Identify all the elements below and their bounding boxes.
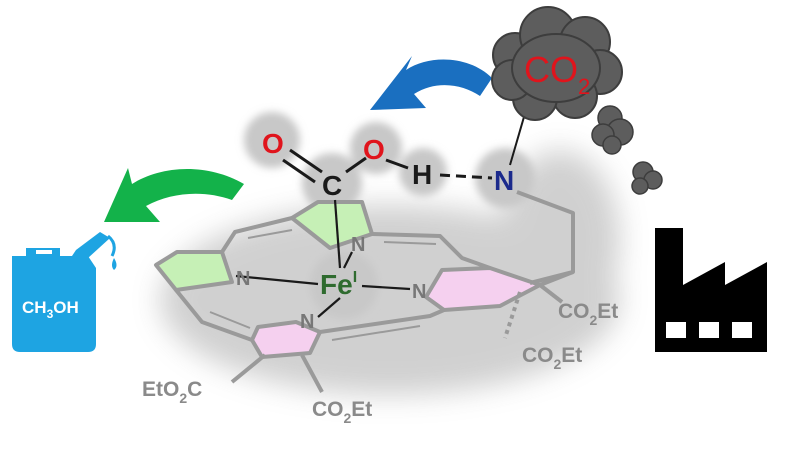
ester-right-lower: CO2Et [522,344,582,372]
ester-bottom-right: CO2Et [312,398,372,426]
co2-label: CO2 [524,49,590,99]
hydroxyl-oxygen: O [363,134,385,165]
factory-icon [655,228,767,352]
hydrogen-atom: H [412,159,432,190]
amine-nitrogen: N [494,165,514,196]
nitrogen-left: N [236,268,250,290]
nitrogen-right: N [412,281,426,303]
ester-right-upper: CO2Et [558,300,618,328]
iron-center: FeI [320,269,357,300]
atom-highlights [244,112,535,319]
ester-bottom-left: EtO2C [142,378,202,406]
nitrogen-bottom: N [300,311,314,333]
smoke-puffs-icon [591,105,663,195]
pyrrole-left [154,250,234,292]
fe-bonds [235,199,411,318]
pyrrole-top [290,200,374,250]
methanol-label: CH3OH [22,298,79,321]
macrocycle [154,190,575,393]
methanol-canister-icon [12,232,117,352]
co2-cloud-icon [491,6,623,121]
carboxyl-carbon: C [322,170,342,201]
blue-arrow-icon [370,56,492,110]
green-arrow-icon [104,168,244,222]
nitrogen-top: N [351,234,365,256]
carboxyl-bonds [282,109,527,184]
carbonyl-oxygen: O [262,128,284,159]
